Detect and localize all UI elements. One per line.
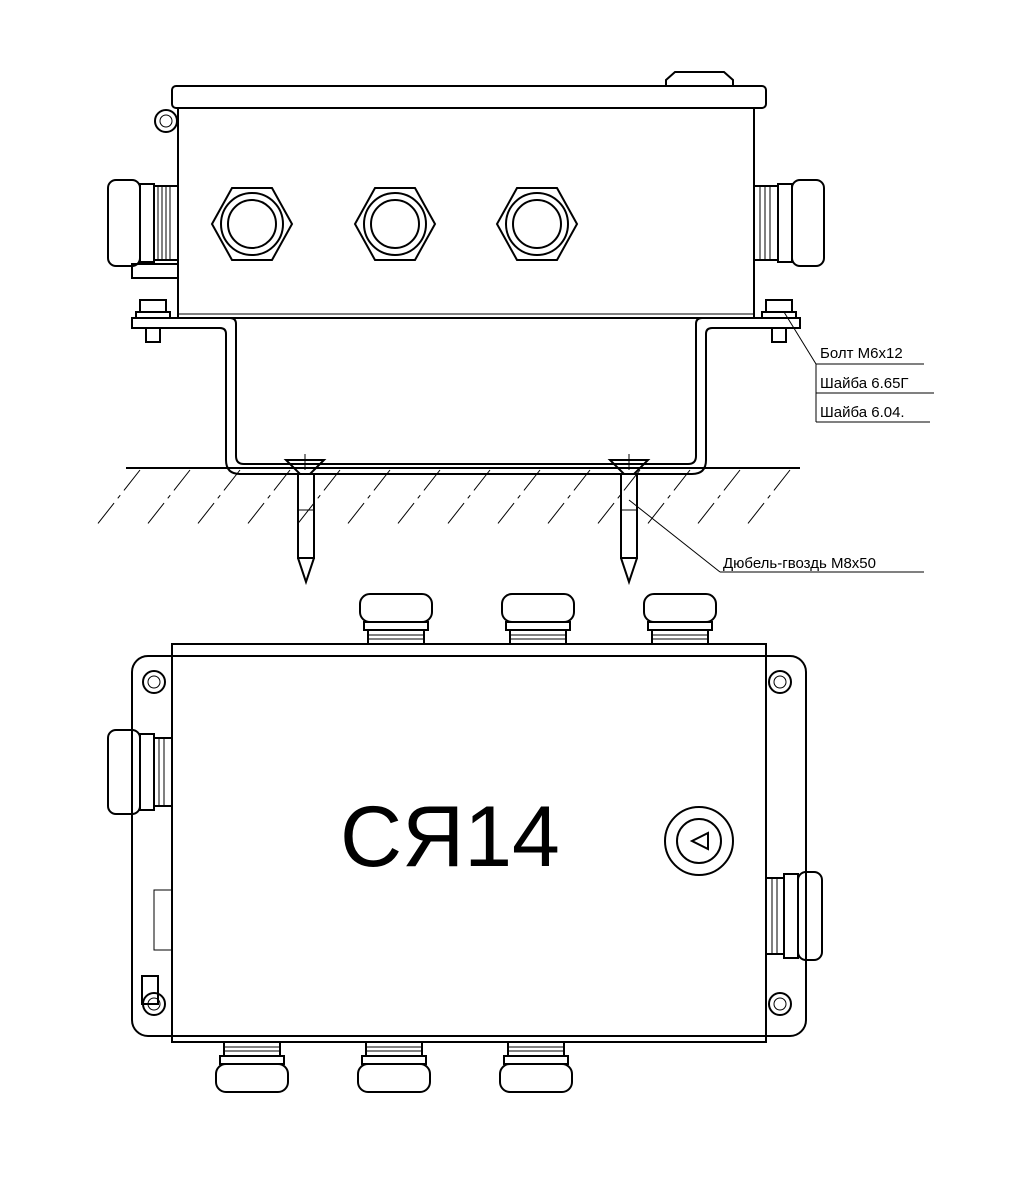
triangle-left-icon [689,831,709,851]
cable-gland-left [107,729,173,1005]
dowel-nail-right [607,454,651,586]
callout-dowel: Дюбель-гвоздь М8х50 [723,555,876,572]
callout-washer-grower: Шайба 6.65Г [820,375,909,392]
callout-washer-flat: Шайба 6.04. [820,404,905,421]
leader-bolt [783,311,934,423]
bolt-right [761,299,797,343]
screw-top-right [768,670,792,694]
cable-gland-bottom-2 [357,1041,431,1093]
box-lid [171,85,767,109]
cable-gland-front-1 [210,187,294,261]
cable-gland-bottom-1 [215,1041,289,1093]
cable-gland-top-3 [643,593,717,645]
dowel-nail-left [283,454,327,586]
hinge-icon [154,109,178,133]
cable-gland-front-3 [495,187,579,261]
box-body-side [177,107,755,319]
mounting-bracket [131,317,801,475]
screw-top-left [142,670,166,694]
cable-gland-right [765,871,823,961]
led-indicator [664,806,734,876]
screw-bottom-right [768,992,792,1016]
ground-hatching [95,469,791,527]
cable-gland-bottom-3 [499,1041,573,1093]
cable-gland-front-2 [353,187,437,261]
cable-gland-side-left [107,179,179,279]
cable-gland-top-2 [501,593,575,645]
cable-gland-top-1 [359,593,433,645]
cable-gland-side-right [753,179,825,267]
side-view: Болт М6х12 Шайба 6.65Г Шайба 6.04. Дюбел… [95,71,934,586]
box-top [171,643,767,1043]
leader-dowel [628,499,924,573]
mounting-plate [131,655,807,1037]
box-marking: СЯ14 [340,789,560,885]
bolt-left [135,299,171,343]
top-view: СЯ14 [107,593,823,1093]
callout-bolt: Болт М6х12 [820,345,903,362]
